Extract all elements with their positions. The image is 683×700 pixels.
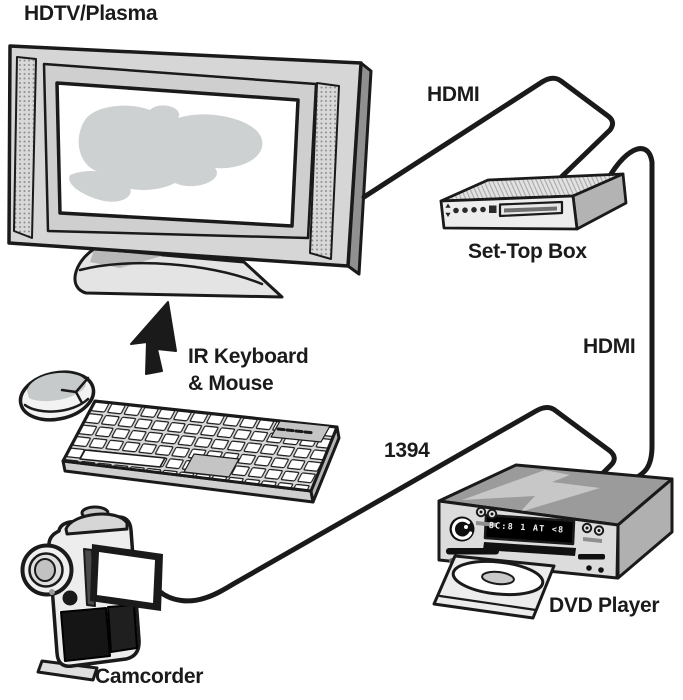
stb-power-icon (445, 203, 451, 217)
tv-speaker-left (13, 56, 37, 239)
dvd-player-illustration (432, 463, 674, 620)
label-1394: 1394 (384, 439, 430, 462)
label-hdmi-top: HDMI (427, 83, 480, 106)
label-hdmi-right: HDMI (583, 335, 636, 358)
label-set-top-box: Set-Top Box (468, 240, 587, 263)
mouse-rim (23, 397, 90, 413)
camcorder-button (62, 590, 78, 606)
camcorder-lens (20, 543, 74, 597)
label-hdtv-plasma: HDTV/Plasma (24, 2, 158, 25)
dvd-tray-slot (483, 542, 576, 556)
label-ir-keyboard-mouse: IR Keyboard & Mouse (188, 343, 309, 397)
stb-media-slot-inner (504, 206, 557, 213)
cable-1394-camcorder-dvd (156, 405, 617, 604)
hdtv-illustration (7, 44, 373, 299)
stb-square-button (489, 205, 497, 213)
stb-front-buttons (453, 206, 486, 214)
camcorder-led (49, 589, 55, 595)
camcorder-lcd-screen (90, 544, 163, 611)
camcorder-battery-2 (107, 604, 138, 653)
tv-screen-reflection (78, 105, 263, 190)
dvd-top-highlight (462, 470, 600, 512)
dvd-display (483, 513, 576, 546)
label-dvd-player: DVD Player (549, 594, 660, 617)
mouse-shading (27, 372, 86, 402)
keyboard-spacebar (79, 449, 166, 468)
label-ir-keyboard-line1: IR Keyboard (188, 345, 309, 368)
keyboard-blank-panel (183, 453, 240, 478)
cable-hdmi-tv-stb (361, 75, 616, 200)
camcorder-illustration (20, 505, 163, 682)
label-ir-keyboard-line2: & Mouse (188, 372, 274, 395)
keyboard-deck (61, 399, 339, 493)
dvd-disc (451, 559, 545, 597)
dvd-knob (449, 516, 475, 542)
cursor-arrow-icon (130, 301, 177, 375)
cable-hdmi-stb-dvd (602, 146, 655, 483)
camcorder-battery (60, 607, 111, 662)
tv-speaker-right (309, 82, 340, 260)
tv-screen-reflection-2 (69, 171, 131, 202)
tv-stand (73, 247, 284, 299)
keyboard-led-dashes (276, 427, 313, 435)
keyboard-illustration (61, 399, 341, 504)
dvd-right-buttons (578, 522, 605, 573)
mouse-illustration (18, 370, 96, 422)
set-top-box-illustration (439, 172, 628, 231)
camcorder-handle (64, 512, 129, 536)
mouse-buttons (60, 376, 90, 405)
label-camcorder: Camcorder (95, 665, 204, 688)
